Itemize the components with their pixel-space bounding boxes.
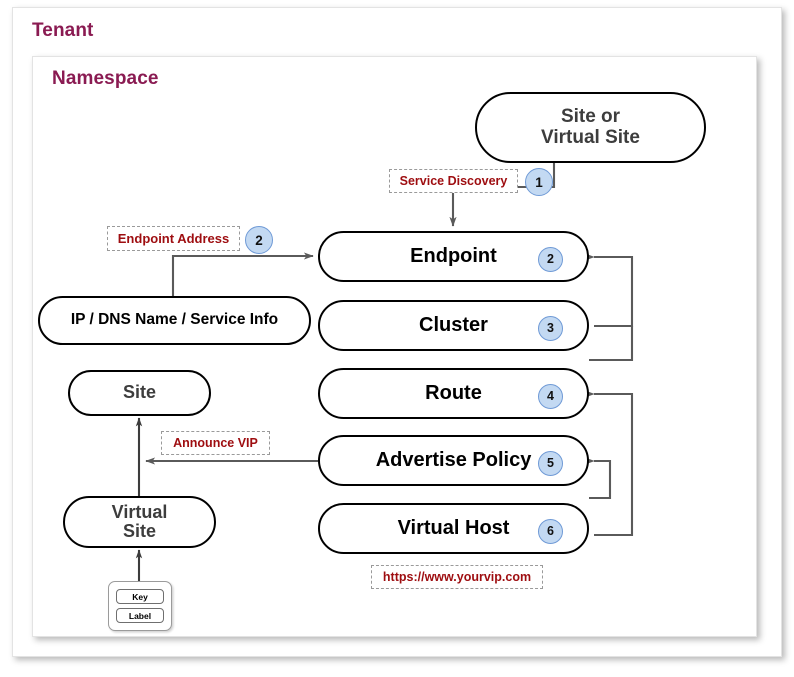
tenant-title: Tenant: [32, 20, 94, 41]
node-site[interactable]: Site: [68, 370, 211, 416]
badge-endpoint-address: 2: [245, 226, 273, 254]
node-virtual-site-line1: Virtual: [111, 501, 168, 522]
node-endpoint[interactable]: Endpoint 2: [318, 231, 589, 282]
badge-advertise-policy: 5: [538, 451, 563, 476]
node-cluster[interactable]: Cluster 3: [318, 300, 589, 351]
node-virtual-site[interactable]: Virtual Site: [63, 496, 216, 548]
badge-route: 4: [538, 384, 563, 409]
badge-service-discovery: 1: [525, 168, 553, 196]
node-advertise-policy-label: Advertise Policy: [375, 448, 532, 471]
node-advertise-policy[interactable]: Advertise Policy 5: [318, 435, 589, 486]
badge-endpoint: 2: [538, 247, 563, 272]
node-route[interactable]: Route 4: [318, 368, 589, 419]
node-site-label: Site: [122, 382, 156, 403]
annotation-announce-vip: Announce VIP: [161, 431, 270, 455]
node-endpoint-label: Endpoint: [410, 244, 497, 267]
node-cluster-label: Cluster: [419, 313, 488, 336]
node-ip-dns-label: IP / DNS Name / Service Info: [70, 311, 279, 329]
node-site-or-virtual-site-line1: Site or: [560, 105, 621, 127]
annotation-vip-url: https://www.yourvip.com: [371, 565, 543, 589]
namespace-title: Namespace: [52, 68, 159, 89]
annotation-service-discovery: Service Discovery: [389, 169, 518, 193]
node-site-or-virtual-site-line2: Virtual Site: [541, 126, 640, 148]
legend-key-pill: Key: [116, 589, 164, 604]
node-virtual-host[interactable]: Virtual Host 6: [318, 503, 589, 554]
node-route-label: Route: [425, 381, 482, 404]
annotation-endpoint-address: Endpoint Address: [107, 226, 240, 251]
node-ip-dns-service-info[interactable]: IP / DNS Name / Service Info: [38, 296, 311, 345]
legend-label-pill: Label: [116, 608, 164, 623]
badge-virtual-host: 6: [538, 519, 563, 544]
node-site-or-virtual-site[interactable]: Site or Virtual Site: [475, 92, 706, 163]
badge-cluster: 3: [538, 316, 563, 341]
legend-key-box[interactable]: Key Label: [108, 581, 172, 631]
node-virtual-host-label: Virtual Host: [397, 516, 510, 539]
node-virtual-site-line2: Site: [122, 521, 156, 541]
